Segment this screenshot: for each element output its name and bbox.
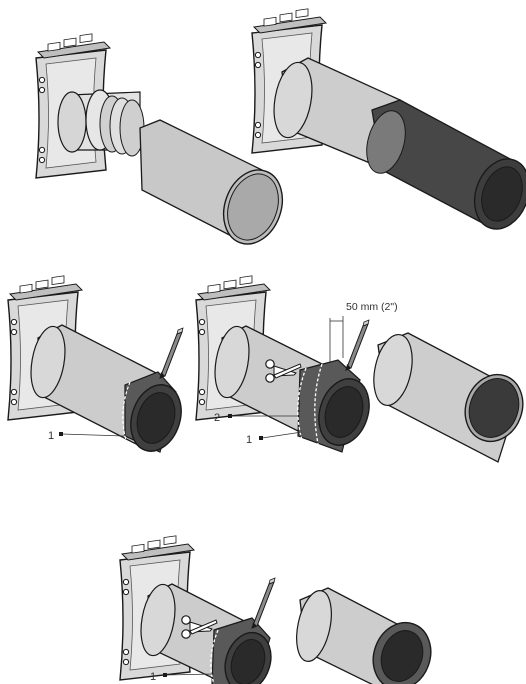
marker-2-label: 2 [214, 412, 220, 424]
step-1-illustration [35, 33, 284, 245]
marker-1-label: 1 [150, 671, 156, 683]
dimension-label: 50 mm (2") [346, 301, 398, 313]
dashed-cut-line-icon [210, 629, 219, 684]
pencil-icon [251, 577, 276, 629]
step-5-illustration [373, 332, 524, 463]
step-3-illustration: 1 [7, 275, 184, 453]
step-6-illustration: 1 [119, 535, 432, 684]
step-4-illustration: 50 mm (2") 2 1 [195, 275, 398, 453]
dashed-cut-line-icon [297, 367, 307, 441]
marker-1-label: 1 [246, 434, 252, 446]
pencil-icon [345, 319, 370, 371]
step-2-illustration [251, 8, 526, 230]
pencil-icon [159, 327, 184, 379]
marker-1-label: 1 [48, 430, 54, 442]
